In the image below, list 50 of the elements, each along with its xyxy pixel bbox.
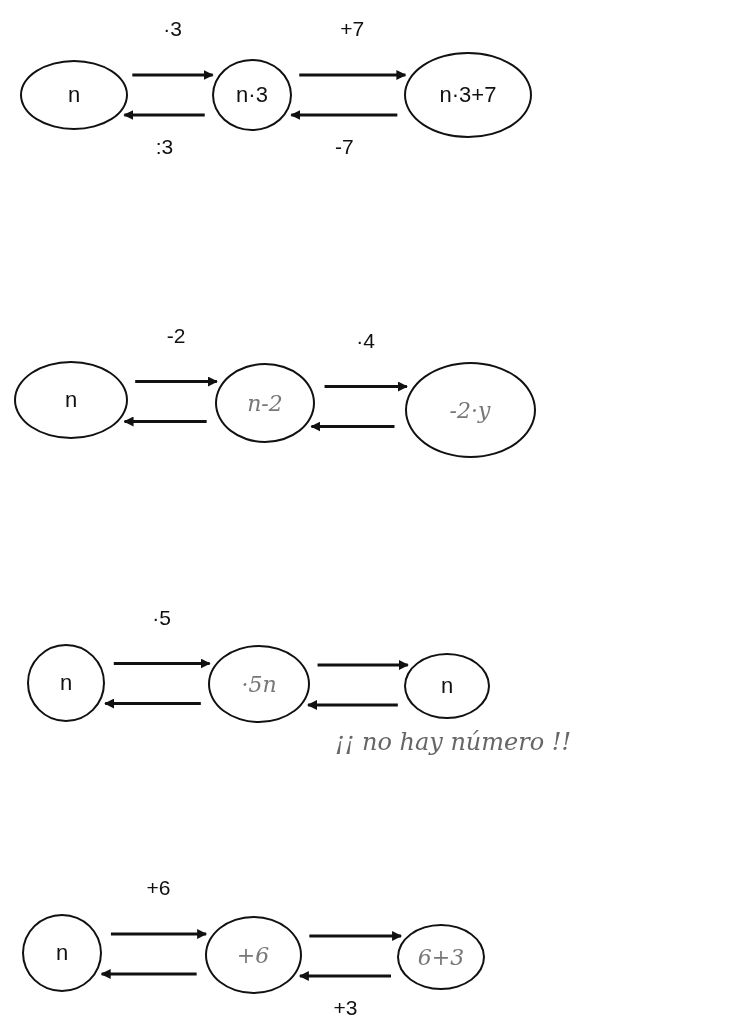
arrow — [123, 416, 207, 427]
arrow — [307, 700, 398, 710]
node-label: n·3 — [236, 82, 268, 108]
node-label: n — [67, 82, 81, 108]
ellipse-node — [204, 916, 302, 994]
edge-label: +7 — [340, 17, 365, 41]
handwritten-expression: +6 — [236, 942, 270, 968]
ellipse-node — [215, 363, 315, 443]
ellipse-node — [212, 59, 292, 131]
handwritten-note: ¡¡ no hay número !! — [335, 728, 572, 756]
arrow — [135, 376, 218, 387]
edge-label: -2 — [166, 323, 186, 348]
handwritten-expression: -2·y — [449, 397, 491, 423]
node-label: n — [55, 940, 69, 966]
edge-label: ·4 — [356, 328, 376, 353]
arrow — [113, 658, 211, 669]
ellipse-node — [22, 914, 102, 992]
ellipse-node — [397, 924, 485, 990]
arrow — [104, 698, 201, 709]
ellipse-node — [404, 52, 532, 138]
arrow — [299, 70, 407, 80]
node-label: n — [59, 670, 73, 696]
arrow — [317, 660, 409, 670]
handwritten-expression: 6+3 — [417, 944, 465, 970]
arrow — [100, 969, 197, 979]
ellipse-node — [20, 60, 128, 130]
arrow — [310, 421, 395, 432]
arrow — [324, 381, 408, 392]
arrow — [110, 929, 208, 939]
edge-label: +3 — [333, 996, 358, 1020]
arrow — [290, 110, 398, 120]
ellipse-node — [27, 644, 105, 722]
ellipse-node — [404, 362, 536, 458]
node-label: n — [440, 673, 454, 699]
edge-label: -7 — [334, 135, 354, 159]
arrow — [123, 110, 205, 120]
edge-label: +6 — [146, 876, 171, 900]
arrow — [132, 70, 214, 80]
edge-label: :3 — [155, 135, 174, 159]
ellipse-node — [14, 361, 128, 439]
node-label: n — [64, 387, 78, 413]
node-label: n·3+7 — [439, 82, 497, 108]
edge-label: ·3 — [163, 17, 182, 41]
ellipse-node — [404, 653, 490, 719]
handwritten-expression: n-2 — [247, 390, 283, 416]
arrow — [309, 931, 403, 941]
ellipse-node — [208, 645, 310, 723]
arrow — [298, 971, 391, 981]
edge-label: ·5 — [152, 605, 172, 630]
handwritten-expression: ·5n — [241, 671, 277, 697]
